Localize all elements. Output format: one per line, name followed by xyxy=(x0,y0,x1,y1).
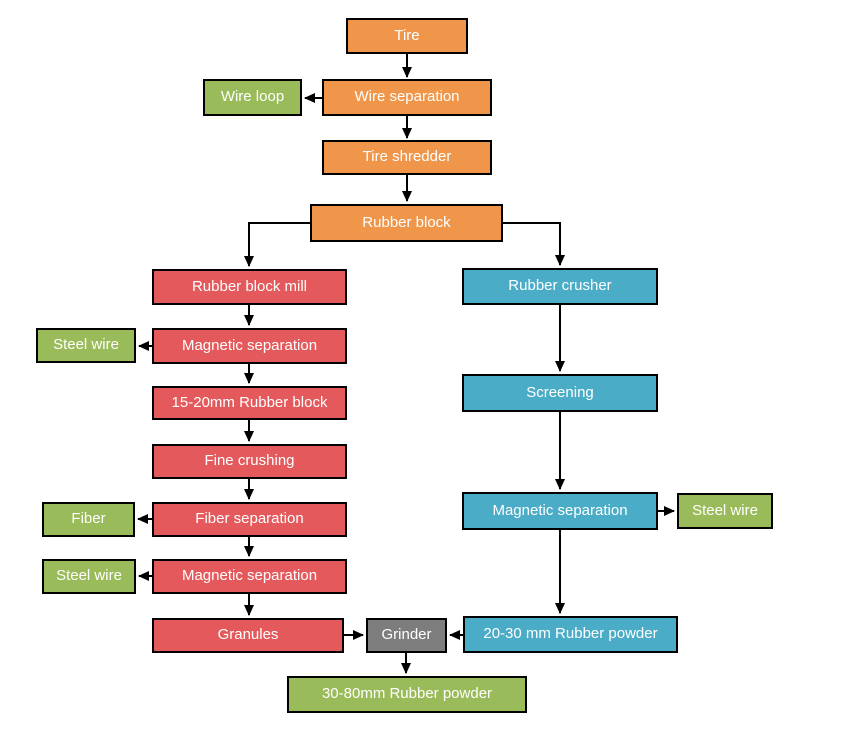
node-grinder: Grinder xyxy=(366,618,447,653)
node-magnetic-separation-1: Magnetic separation xyxy=(152,328,347,364)
node-steel-wire-2: Steel wire xyxy=(42,559,136,594)
node-rubber-block-mill: Rubber block mill xyxy=(152,269,347,305)
node-magnetic-separation-2: Magnetic separation xyxy=(152,559,347,594)
node-steel-wire-3: Steel wire xyxy=(677,493,773,529)
node-rubber-powder-20-30: 20-30 mm Rubber powder xyxy=(463,616,678,653)
node-tire: Tire xyxy=(346,18,468,54)
node-fiber: Fiber xyxy=(42,502,135,537)
node-magnetic-separation-3: Magnetic separation xyxy=(462,492,658,530)
node-granules: Granules xyxy=(152,618,344,653)
edge-rubber-block-to-rubber-crusher xyxy=(503,222,565,266)
node-rubber-crusher: Rubber crusher xyxy=(462,268,658,305)
node-fiber-separation: Fiber separation xyxy=(152,502,347,537)
node-wire-separation: Wire separation xyxy=(322,79,492,116)
edge-rubber-block-to-rubber-block-mill xyxy=(244,222,310,267)
node-rubber-powder-30-80: 30-80mm Rubber powder xyxy=(287,676,527,713)
node-rubber-block: Rubber block xyxy=(310,204,503,242)
node-screening: Screening xyxy=(462,374,658,412)
node-steel-wire-1: Steel wire xyxy=(36,328,136,363)
node-tire-shredder: Tire shredder xyxy=(322,140,492,175)
node-wire-loop: Wire loop xyxy=(203,79,302,116)
node-fine-crushing: Fine crushing xyxy=(152,444,347,479)
node-rubber-block-15-20: 15-20mm Rubber block xyxy=(152,386,347,420)
